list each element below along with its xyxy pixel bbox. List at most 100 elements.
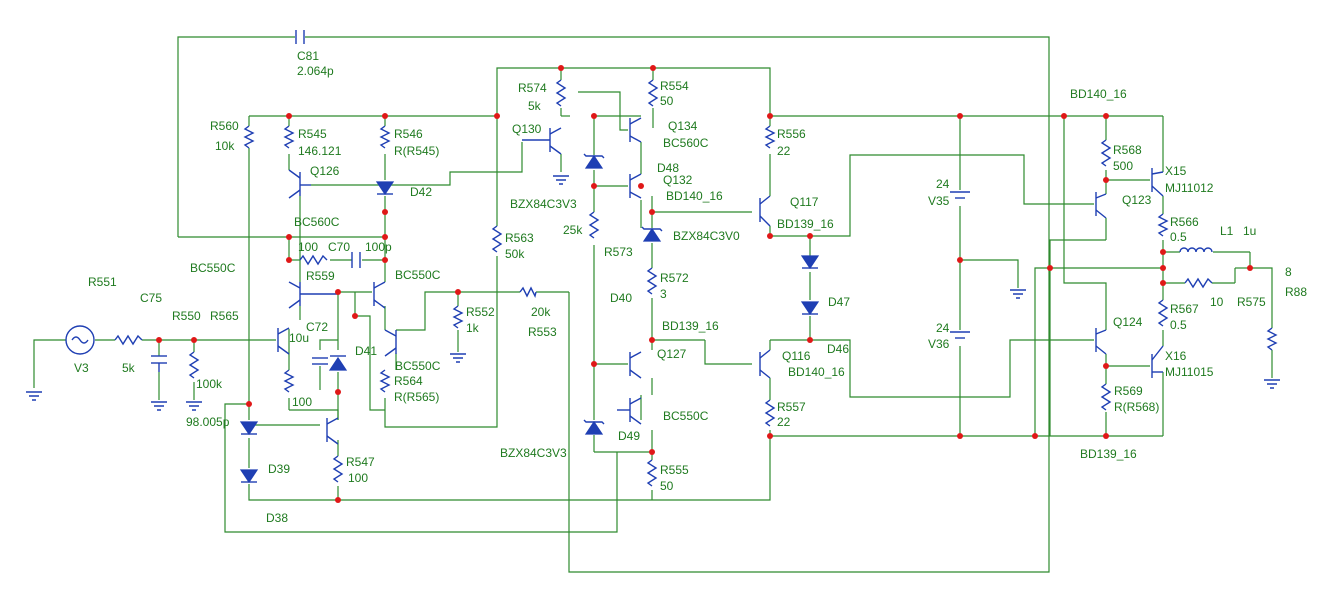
label-bzx84c3v3-a: BZX84C3V3 [510,197,577,211]
battery-v35-symbol [950,191,970,199]
transistor-input [277,327,290,355]
label-r563: R563 [505,231,534,245]
label-v36-value: 24 [936,321,950,335]
label-d41: D41 [355,344,377,358]
label-r555: R555 [660,463,689,477]
label-r547-value: 100 [348,471,368,485]
capacitor-c81-symbol [295,30,305,44]
label-r560: R560 [210,119,239,133]
transistor-q124 [1095,328,1107,355]
label-q134: Q134 [668,119,698,133]
label-r572: R572 [660,271,689,285]
label-r88: R88 [1285,285,1307,299]
label-r553-value: 20k [531,305,551,319]
label-bd140-16-a: BD140_16 [666,189,723,203]
label-q116: Q116 [782,349,811,363]
label-r556: R556 [777,127,806,141]
label-q124: Q124 [1113,315,1143,329]
label-bzx84c3v3-b: BZX84C3V3 [500,446,567,460]
transistor-q117 [759,195,771,227]
label-mj11012: MJ11012 [1165,181,1214,195]
label-r557: R557 [777,400,806,414]
transistors [277,117,1164,445]
battery-v36-symbol [950,331,970,339]
resistors [114,79,1278,487]
label-c81: C81 [297,49,319,63]
transistor-q126 [288,169,311,199]
label-c81-value: 2.064p [297,64,334,78]
label-bc550c-c: BC550C [395,359,441,373]
label-q126: Q126 [310,164,340,178]
label-r573-value: 25k [563,223,583,237]
components [26,30,1280,487]
transistor-x15 [1151,168,1164,197]
label-c75-value: 98.005p [186,415,230,429]
label-r564: R564 [394,374,423,388]
label-v35: V35 [928,194,950,208]
transistor-q116 [759,349,771,379]
label-r573: R573 [604,245,633,259]
label-d40: D40 [610,291,632,305]
label-r552-value: 1k [466,321,480,335]
label-d38: D38 [266,511,288,525]
label-q130: Q130 [512,122,542,136]
label-r560-value: 10k [215,139,235,153]
label-d42: D42 [410,185,432,199]
label-c72: C72 [306,320,328,334]
transistor-bottom-left [326,417,339,445]
label-r545: R545 [298,127,327,141]
label-bd140-16-c: BD140_16 [788,365,845,379]
label-r575: R575 [1237,295,1266,309]
label-v3: V3 [74,361,89,375]
label-100-a: 100 [298,240,318,254]
ground-symbols [26,175,1280,411]
transistor-q-left-a [288,281,338,309]
label-r550-value: 100k [196,377,223,391]
label-bc560c-b: BC560C [663,136,709,150]
label-c72-value: 10u [289,331,309,345]
label-r551: R551 [88,275,117,289]
label-bd139-16-b: BD139_16 [662,319,719,333]
label-c75: C75 [140,291,162,305]
transistor-q134 [629,117,642,143]
label-d48: D48 [657,161,679,175]
label-100-b: 100 [292,395,312,409]
label-r566: R566 [1170,215,1199,229]
label-r574-value: 5k [528,99,542,113]
label-r554: R554 [660,79,689,93]
label-r546-value: R(R545) [394,144,439,158]
transistor-q127 [629,351,642,379]
labels: C81 2.064p R560 10k R545 146.121 R546 R(… [74,49,1307,525]
label-r566-value: 0.5 [1170,230,1187,244]
transistor-q130 [522,127,562,155]
label-x15: X15 [1165,164,1187,178]
label-d39: D39 [268,462,290,476]
transistor-d49 [617,397,642,425]
label-bc560c-a: BC560C [294,215,340,229]
label-r559: R559 [306,269,335,283]
label-r88-value: 8 [1285,265,1292,279]
junctions [156,65,1253,503]
label-r567-value: 0.5 [1170,318,1187,332]
wires [33,36,1273,573]
label-l1-value: 1u [1243,224,1256,238]
label-r563-value: 50k [505,247,525,261]
label-r564-value: R(R565) [394,390,439,404]
transistor-q132 [629,173,642,199]
label-r551-value: 5k [122,361,136,375]
label-r552: R552 [466,305,495,319]
label-d46: D46 [827,342,849,356]
label-r546: R546 [394,127,423,141]
inductor-l1-symbol [1179,247,1213,253]
label-r567: R567 [1170,302,1199,316]
label-x16: X16 [1165,349,1187,363]
label-l1: L1 [1220,224,1234,238]
capacitors [151,252,361,372]
label-d47: D47 [828,295,850,309]
label-c70-value: 100p [365,240,392,254]
label-r556-value: 22 [777,144,791,158]
label-r554-value: 50 [660,94,674,108]
label-v35-value: 24 [936,177,950,191]
label-r553: R553 [528,325,557,339]
